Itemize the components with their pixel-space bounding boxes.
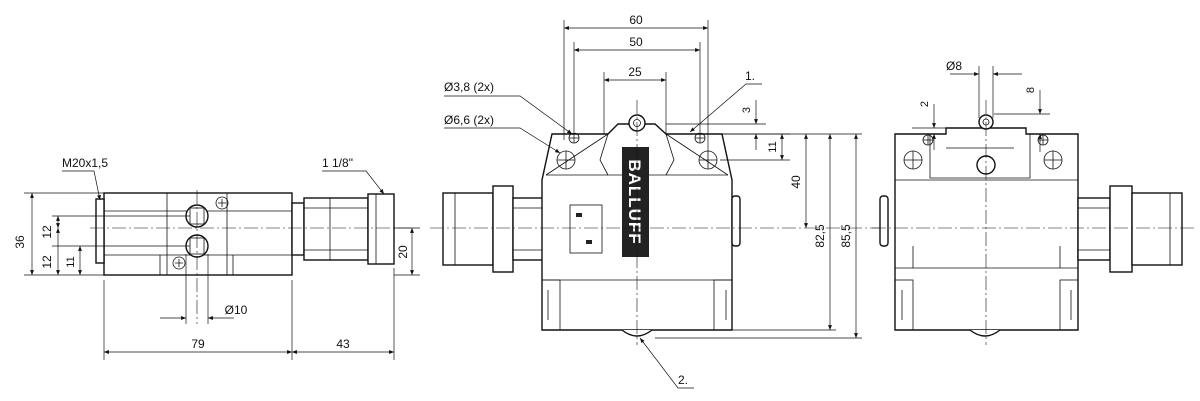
side-dim-diameter-10: Ø10 — [225, 303, 248, 317]
rear-connector-nut — [1109, 185, 1133, 273]
rear-left-nub — [879, 195, 889, 247]
front-callout-2: 2. — [678, 373, 688, 387]
side-connector-end — [367, 193, 395, 265]
front-brand-text: BALLUFF — [625, 159, 644, 244]
side-dim-11: 11 — [65, 256, 77, 267]
side-dim-36: 36 — [13, 235, 27, 249]
side-dim-79: 79 — [191, 337, 205, 351]
front-dim-40: 40 — [789, 175, 803, 189]
front-dim-11: 11 — [767, 141, 779, 152]
front-dim-85-5: 85,5 — [839, 224, 853, 248]
rear-bottom-nub — [969, 329, 1001, 337]
side-dim-12-upper: 12 — [40, 225, 54, 239]
side-dim-12-lower: 12 — [40, 255, 54, 269]
side-view: 36 12 12 11 20 Ø10 79 43 M20x1,5 — [13, 156, 420, 360]
side-connector-body — [303, 197, 369, 261]
front-dim-3: 3 — [741, 107, 753, 113]
side-conduit-label: 1 1/8" — [322, 156, 353, 170]
side-dim-20: 20 — [396, 245, 410, 259]
side-thread-label: M20x1,5 — [62, 156, 108, 170]
rear-foot-right — [1059, 279, 1079, 331]
rear-connector-body — [1077, 197, 1111, 261]
side-connector-nut — [291, 202, 305, 256]
rear-foot-left — [894, 279, 914, 331]
front-left-connector-body — [512, 197, 544, 261]
side-screw-upper — [215, 196, 229, 210]
front-foot-left — [541, 279, 561, 331]
rear-dim-2: 2 — [919, 101, 931, 107]
front-callout-1: 1. — [745, 69, 755, 83]
rear-dim-8: 8 — [1025, 87, 1037, 93]
front-dim-82-5: 82,5 — [813, 224, 827, 248]
front-dim-50: 50 — [629, 35, 643, 49]
front-left-connector-end — [442, 192, 494, 266]
side-screw-lower — [172, 256, 186, 270]
front-hole-small-label: Ø3,8 (2x) — [444, 80, 494, 94]
front-brand-logo — [622, 147, 649, 257]
rear-view: Ø8 2 8 — [872, 59, 1195, 345]
front-label-plate — [569, 204, 603, 254]
front-foot-right — [713, 279, 733, 331]
front-dim-25: 25 — [628, 65, 642, 79]
side-thread-stub — [95, 198, 105, 264]
front-dim-60: 60 — [629, 13, 643, 27]
rear-dim-diameter-8: Ø8 — [946, 59, 962, 73]
front-view: BALLUFF 60 50 25 Ø3,8 (2x) Ø6,6 (2x) 1. … — [430, 13, 880, 389]
front-hole-large-label: Ø6,6 (2x) — [444, 113, 494, 127]
front-right-nub — [731, 195, 741, 247]
side-dim-43: 43 — [336, 337, 350, 351]
rear-connector-end — [1131, 192, 1183, 266]
front-left-connector-nut — [492, 185, 514, 273]
